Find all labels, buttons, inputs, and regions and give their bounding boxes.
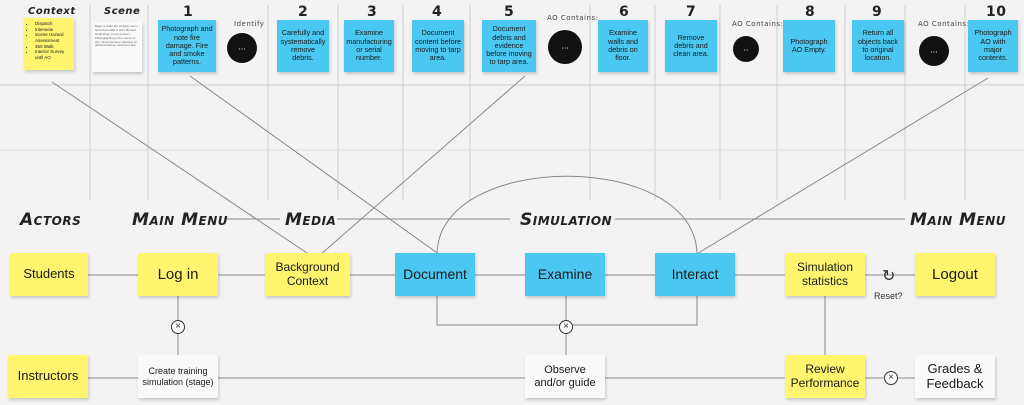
step-note-4[interactable]: Document content before moving to tarp a… bbox=[412, 20, 464, 72]
step-note-9[interactable]: Return all objects back to original loca… bbox=[852, 20, 904, 72]
step-number-6: 6 bbox=[619, 4, 630, 20]
interact-note[interactable]: Interact bbox=[655, 253, 735, 296]
actors-header: Actors bbox=[20, 210, 82, 230]
context-header: Context bbox=[28, 6, 76, 17]
step-note-5[interactable]: Document debris and evidence before movi… bbox=[482, 20, 536, 72]
step-number-3: 3 bbox=[367, 4, 378, 20]
review-performance-note[interactable]: Review Performance bbox=[785, 355, 865, 398]
step-number-5: 5 bbox=[504, 4, 515, 20]
simulation-header: Simulation bbox=[520, 210, 613, 230]
ao-contains-circle-1[interactable]: • • • bbox=[548, 30, 582, 64]
context-item: Dispatch bbox=[35, 21, 71, 27]
step-note-2[interactable]: Carefully and systematically remove debr… bbox=[277, 20, 329, 72]
context-item: 360 Walk bbox=[35, 44, 71, 50]
reset-label: Reset? bbox=[874, 291, 903, 301]
scene-note[interactable]: Begin a slight fire at living room • Sco… bbox=[92, 22, 142, 72]
step-note-3[interactable]: Examine manufacturing or serial number. bbox=[344, 20, 394, 72]
x-circle-icon: × bbox=[884, 371, 898, 385]
step-number-9: 9 bbox=[872, 4, 883, 20]
background-context-note[interactable]: Background Context bbox=[265, 253, 350, 296]
examine-note[interactable]: Examine bbox=[525, 253, 605, 296]
step-number-7: 7 bbox=[686, 4, 697, 20]
ao-contains-circle-3[interactable]: • • • bbox=[919, 36, 949, 66]
logout-note[interactable]: Logout bbox=[915, 253, 995, 296]
login-note[interactable]: Log in bbox=[138, 253, 218, 296]
ao-contains-circle-2[interactable]: • • bbox=[733, 36, 759, 62]
context-item: Scene Hazard Assessment bbox=[35, 32, 71, 43]
main-menu-header: Main Menu bbox=[132, 210, 229, 230]
ao-contains-label-3: AO Contains: bbox=[918, 20, 970, 28]
students-note[interactable]: Students bbox=[10, 253, 88, 296]
instructors-note[interactable]: Instructors bbox=[8, 355, 88, 398]
step-number-4: 4 bbox=[432, 4, 443, 20]
refresh-icon[interactable]: ↻ bbox=[882, 268, 896, 285]
observe-guide-note[interactable]: Observe and/or guide bbox=[525, 355, 605, 398]
scene-header: Scene bbox=[104, 6, 141, 17]
identify-circle[interactable]: • • • bbox=[227, 33, 257, 63]
context-item: Interview bbox=[35, 27, 71, 33]
step-number-10: 10 bbox=[986, 4, 1007, 20]
step-number-8: 8 bbox=[805, 4, 816, 20]
media-header: Media bbox=[285, 210, 337, 230]
step-note-7[interactable]: Remove debris and clean area. bbox=[665, 20, 717, 72]
x-circle-icon: × bbox=[171, 320, 185, 334]
main-menu-right-header: Main Menu bbox=[910, 210, 1007, 230]
simulation-statistics-note[interactable]: Simulation statistics bbox=[785, 253, 865, 296]
create-simulation-note[interactable]: Create training simulation (stage) bbox=[138, 355, 218, 398]
ao-contains-label-1: AO Contains: bbox=[547, 14, 599, 22]
grades-feedback-note[interactable]: Grades & Feedback bbox=[915, 355, 995, 398]
scene-note-text: Begin a slight fire at living room • Sco… bbox=[95, 24, 139, 48]
step-note-6[interactable]: Examine walls and debris on floor. bbox=[598, 20, 648, 72]
step-number-2: 2 bbox=[298, 4, 309, 20]
identify-label: Identify bbox=[234, 20, 265, 28]
context-item: Interior Survey until AO bbox=[35, 49, 71, 60]
step-note-10[interactable]: Photograph AO with major contents. bbox=[968, 20, 1018, 72]
context-note[interactable]: Dispatch Interview Scene Hazard Assessme… bbox=[24, 18, 74, 70]
document-note[interactable]: Document bbox=[395, 253, 475, 296]
step-number-1: 1 bbox=[183, 4, 194, 20]
ao-contains-label-2: AO Contains: bbox=[732, 20, 784, 28]
context-list: Dispatch Interview Scene Hazard Assessme… bbox=[27, 21, 71, 60]
step-note-1[interactable]: Photograph and note fire damage. Fire an… bbox=[158, 20, 216, 72]
step-note-8[interactable]: Photograph AO Empty. bbox=[783, 20, 835, 72]
x-circle-icon: × bbox=[559, 320, 573, 334]
